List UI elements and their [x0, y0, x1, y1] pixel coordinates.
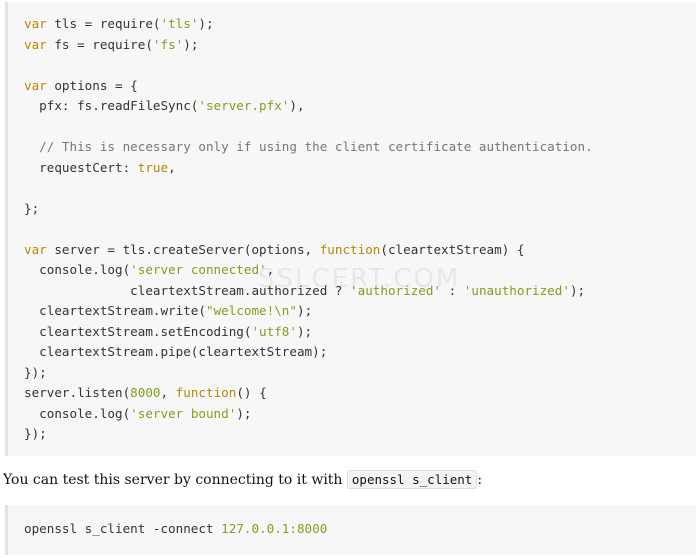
command-address: 127.0.0.1:8000	[221, 521, 328, 536]
code-line: console.log('server connected',	[24, 262, 275, 277]
code-line: requestCert: true,	[24, 159, 176, 175]
code-listing: var tls = require('tls'); var fs = requi…	[24, 14, 593, 445]
command-block: openssl s_client -connect 127.0.0.1:8000	[5, 505, 696, 555]
code-line: var tls = require('tls');	[24, 16, 214, 31]
code-line: pfx: fs.readFileSync('server.pfx'),	[24, 98, 305, 113]
command-text: openssl s_client -connect	[24, 521, 222, 536]
paragraph-text: You can test this server by connecting t…	[3, 472, 347, 488]
code-line: var options = {	[24, 77, 138, 93]
code-line: cleartextStream.setEncoding('utf8');	[24, 323, 313, 339]
code-block: var tls = require('tls'); var fs = requi…	[5, 2, 696, 456]
inline-code: openssl s_client	[346, 470, 478, 489]
code-line: });	[24, 426, 47, 441]
code-line: };	[24, 200, 40, 216]
code-line: // This is necessary only if using the c…	[39, 139, 593, 154]
paragraph-colon: :	[477, 472, 483, 488]
code-line: cleartextStream.authorized ? 'authorized…	[24, 282, 586, 298]
command-line: openssl s_client -connect 127.0.0.1:8000	[24, 519, 327, 540]
code-line: var fs = require('fs');	[24, 36, 199, 52]
code-line: });	[24, 364, 47, 380]
code-line: cleartextStream.pipe(cleartextStream);	[24, 344, 328, 359]
code-line: console.log('server bound');	[24, 405, 252, 421]
paragraph: You can test this server by connecting t…	[3, 470, 483, 489]
code-line: server.listen(8000, function() {	[24, 385, 267, 400]
code-line: cleartextStream.write("welcome!\n");	[24, 303, 313, 318]
code-line: var server = tls.createServer(options, f…	[24, 241, 525, 257]
